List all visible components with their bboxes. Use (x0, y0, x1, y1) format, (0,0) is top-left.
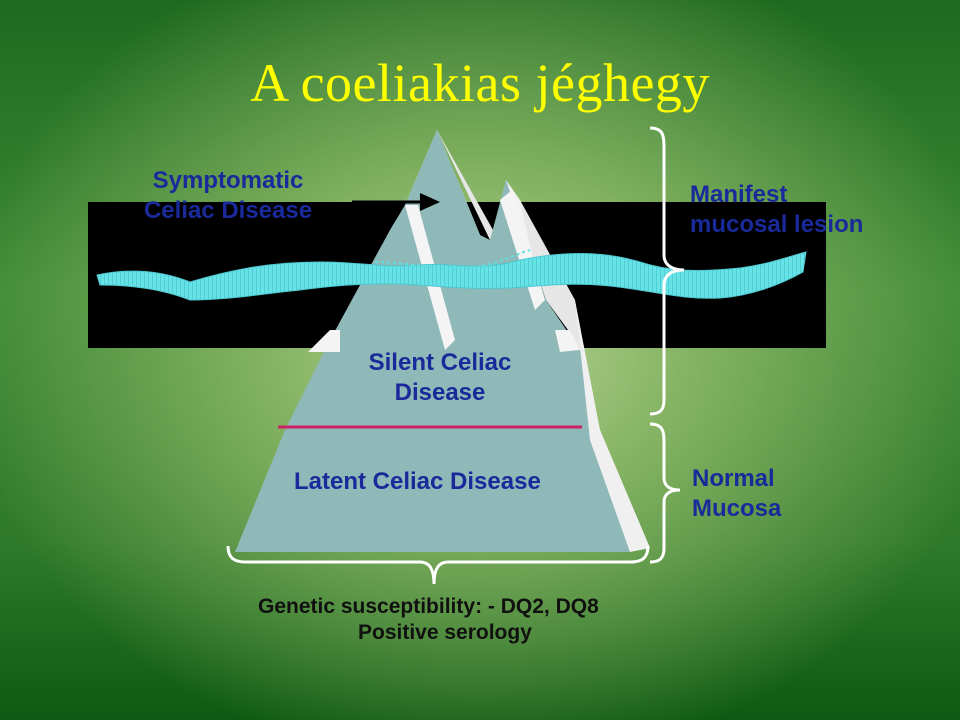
brace-lower (649, 422, 681, 564)
brace-bottom (226, 545, 650, 585)
symptomatic-line-2: Celiac Disease (143, 197, 313, 224)
iceberg-shelf-right (555, 330, 580, 352)
iceberg-shelf-left (308, 330, 340, 352)
normal-line-1: Normal (692, 465, 775, 492)
normal-line-2: Mucosa (692, 495, 782, 522)
manifest-line-2: mucosal lesion (690, 211, 864, 238)
water-wave (96, 251, 807, 301)
iceberg-edge (575, 300, 650, 552)
manifest-label: Manifest mucosal lesion (690, 180, 863, 240)
manifest-line-1: Manifest (690, 181, 788, 208)
slide-title: A coeliakias jéghegy (250, 53, 710, 113)
silent-line-1: Silent Celiac (368, 349, 512, 376)
normal-label: Normal Mucosa (692, 464, 781, 524)
silent-line-2: Disease (394, 379, 486, 406)
silent-label: Silent Celiac Disease (340, 348, 540, 408)
iceberg-face (235, 130, 630, 552)
genetic-label: Genetic susceptibility: - DQ2, DQ8 (258, 595, 599, 618)
brace-upper (649, 126, 685, 416)
arrow-head (420, 193, 440, 211)
symptomatic-line-1: Symptomatic (152, 167, 304, 194)
serology-label: Positive serology (358, 621, 532, 644)
water-line-on-iceberg (374, 249, 531, 270)
symptomatic-label: Symptomatic Celiac Disease (128, 166, 328, 226)
latent-label: Latent Celiac Disease (294, 468, 541, 495)
